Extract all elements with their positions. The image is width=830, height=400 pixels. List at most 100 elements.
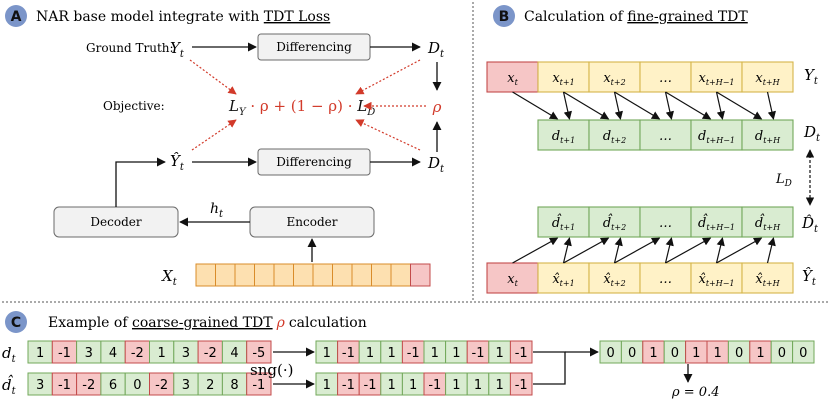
b-arrow-vert-down <box>715 91 725 120</box>
top-row-cell-text: xt+1 <box>552 71 574 87</box>
top-row-cell-text: xt <box>507 71 518 87</box>
panel-b: B Calculation of fine-grained TDT xt xt+1… <box>486 5 821 294</box>
objective-label: Objective: <box>103 99 165 113</box>
sign-dhat-cell-value: 1 <box>452 378 460 393</box>
rho-result: ρ = 0.4 <box>671 385 719 400</box>
dhat-value-cell-value: -1 <box>252 378 265 393</box>
compare-cell-value: 0 <box>778 346 786 361</box>
x-seq-cell <box>195 263 216 287</box>
y-t-var: Yt <box>170 39 185 60</box>
b-arrow-diag-up <box>614 237 661 264</box>
x-seq-cell <box>215 263 236 287</box>
sign-d-cell <box>509 340 533 364</box>
red-arrow-dhat-to-obj <box>355 119 421 151</box>
panel-a: A NAR base model integrate with TDT Loss… <box>5 5 445 288</box>
bottom-row-cell-text: … <box>659 272 672 287</box>
x-seq-cell <box>273 263 294 287</box>
dhat-row-cell-text: d̂t+1 <box>552 213 575 232</box>
sign-d-cell-value: -1 <box>342 346 355 361</box>
top-row-cell-text: xt+H <box>755 71 780 87</box>
b-arrow-vert-down <box>766 91 776 120</box>
b-arrow-vert-down <box>613 91 623 120</box>
label-d-t: Dt <box>803 123 821 144</box>
d-t-top-var: Dt <box>427 39 445 60</box>
dhat-value-cell-value: -2 <box>155 378 168 393</box>
b-arrow-diag-up <box>665 237 712 264</box>
b-arrow-diag-up <box>512 237 559 264</box>
sign-d-cell-value: 1 <box>452 346 460 361</box>
dhat-row-cell <box>639 206 692 238</box>
sign-dhat-cell-value: 1 <box>323 378 331 393</box>
panel-b-title: Calculation of fine-grained TDT <box>524 9 748 25</box>
b-arrow-vert-up <box>715 237 725 264</box>
compare-cell <box>792 340 815 364</box>
sign-dhat-cell-value: 1 <box>495 378 503 393</box>
sign-d-cell-value: 1 <box>495 346 503 361</box>
b-arrow-diag-down <box>614 91 661 120</box>
compare-cell-value: 1 <box>692 346 700 361</box>
dhat-row-cell <box>588 206 641 238</box>
x-seq-cell <box>390 263 411 287</box>
sign-d-cell-value: 1 <box>366 346 374 361</box>
d-row-cell <box>588 119 641 151</box>
merge-bracket <box>533 351 566 385</box>
dhat-row-cell-text: d̂t+H <box>755 213 781 232</box>
label-dhat-t: D̂t <box>801 214 819 235</box>
x-seq-cell <box>312 263 333 287</box>
top-row-cell-text: … <box>659 71 672 86</box>
d-row-cell <box>639 119 692 151</box>
d-t-bottom-var: Dt <box>427 154 445 175</box>
d-row-cell-text: dt+H−1 <box>698 129 735 145</box>
b-arrow-diag-down <box>563 91 610 120</box>
dhat-row-cell-text: d̂t+2 <box>603 213 626 232</box>
panel-c-badge <box>5 311 27 333</box>
sign-dhat-cell-value: -1 <box>364 378 377 393</box>
top-row-cell <box>690 61 743 93</box>
sign-dhat-cell-value: -1 <box>515 378 528 393</box>
panel-b-badge <box>493 5 515 27</box>
dhat-row-cell-text: d̂t+H−1 <box>698 213 735 232</box>
d-row-cell-text: … <box>659 129 672 144</box>
top-row-cell <box>537 61 590 93</box>
panel-a-badge <box>5 5 27 27</box>
dhat-value-cell-value: -2 <box>82 378 95 393</box>
dhat-row-cell <box>741 206 794 238</box>
panel-b-badge-letter: B <box>499 9 510 25</box>
b-arrow-diag-down <box>716 91 763 120</box>
compare-cell-value: 1 <box>714 346 722 361</box>
objective-formula: LY · ρ + (1 − ρ) · LD <box>228 97 375 118</box>
bottom-row-cell <box>741 262 794 294</box>
bottom-row-cell <box>537 262 590 294</box>
bottom-row-cell <box>588 262 641 294</box>
bottom-row-cell-text: x̂t+H−1 <box>698 272 734 288</box>
d-row-cell-text: dt+H <box>755 129 781 145</box>
top-row-cell <box>588 61 641 93</box>
sign-d-cell-value: -1 <box>472 346 485 361</box>
d-value-cell-value: 4 <box>230 346 238 361</box>
x-seq-cell <box>371 263 392 287</box>
sign-d-cell-value: 1 <box>323 346 331 361</box>
dhat-value-cell-value: 0 <box>133 378 141 393</box>
x-t-sequence <box>195 263 431 287</box>
bottom-row-cell-text: x̂t+H <box>755 272 780 288</box>
d-value-cell-value: -2 <box>131 346 144 361</box>
d-value-cell-value: -1 <box>58 346 71 361</box>
encoder-label: Encoder <box>287 215 338 229</box>
panel-c-badge-letter: C <box>11 315 21 331</box>
compare-cell-value: 1 <box>756 346 764 361</box>
x-seq-cell <box>293 263 314 287</box>
b-arrow-vert-down <box>664 91 674 120</box>
compare-cell-value: 0 <box>735 346 743 361</box>
arrow-decoder-yhat <box>115 157 166 207</box>
x-seq-cell <box>234 263 255 287</box>
d-value-cell-value: 3 <box>85 346 93 361</box>
compare-cell-value: 0 <box>607 346 615 361</box>
sign-d-cell-value: -1 <box>407 346 420 361</box>
b-arrow-vert-up <box>562 237 572 264</box>
dhat-value-cell-value: 3 <box>182 378 190 393</box>
red-arrow-y-to-obj <box>189 59 237 95</box>
dhat-value-cell-value: 6 <box>109 378 117 393</box>
